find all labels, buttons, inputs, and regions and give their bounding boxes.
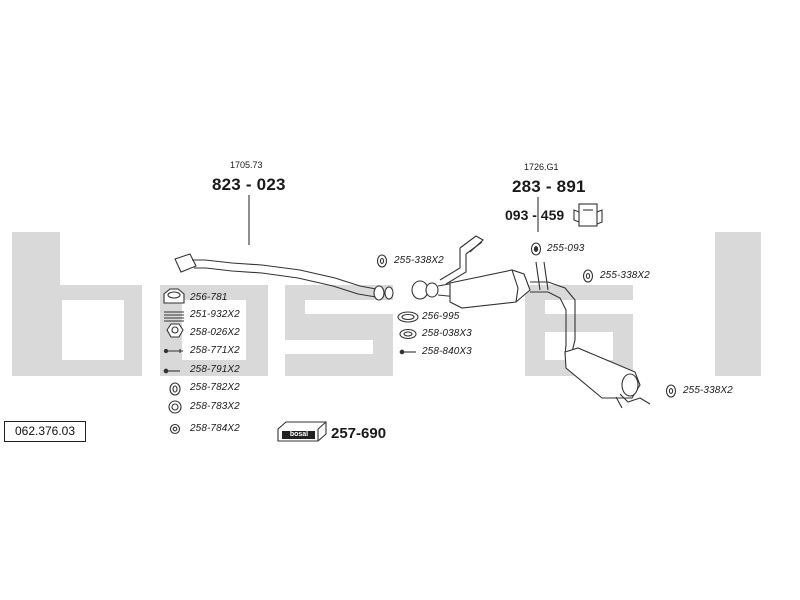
part-label[interactable]: 256-995 [422,311,460,322]
mid-fittings [376,254,419,355]
center-muffler [411,235,576,345]
part-label[interactable]: 255-338X2 [600,270,650,281]
front-pipe-ref: 1705.73 [230,160,263,170]
part-label[interactable]: 258-791X2 [190,364,240,375]
kit-logo-text: bosal [289,431,309,438]
rear-section-part-number[interactable]: 283 - 891 [512,177,586,196]
rear-muffler [564,339,651,409]
part-label[interactable]: 255-093 [547,243,585,254]
part-label[interactable]: 258-784X2 [190,423,240,434]
mounting-kit-box [277,421,327,442]
bracket-icon [573,203,603,227]
part-label[interactable]: 258-026X2 [190,327,240,338]
part-label[interactable]: 258-783X2 [190,401,240,412]
bosal-watermark [12,232,761,376]
front-pipe [174,253,394,301]
part-label[interactable]: 251-932X2 [190,309,240,320]
bracket-part-number[interactable]: 093 - 459 [505,207,565,223]
part-label[interactable]: 256-781 [190,292,228,303]
part-label[interactable]: 258-782X2 [190,382,240,393]
front-pipe-part-number[interactable]: 823 - 023 [212,175,286,194]
part-label[interactable]: 258-038X3 [422,328,472,339]
part-label[interactable]: 255-338X2 [394,255,444,266]
part-label[interactable]: 258-771X2 [190,345,240,356]
kit-part-number[interactable]: 257-690 [331,425,387,442]
part-label[interactable]: 258-840X3 [422,346,472,357]
left-hardware-icons [163,288,185,435]
rear-section-ref: 1726.G1 [524,162,559,172]
catalog-code: 062.376.03 [4,421,86,442]
part-label[interactable]: 255-338X2 [683,385,733,396]
rubber-mounts-right [530,242,677,398]
